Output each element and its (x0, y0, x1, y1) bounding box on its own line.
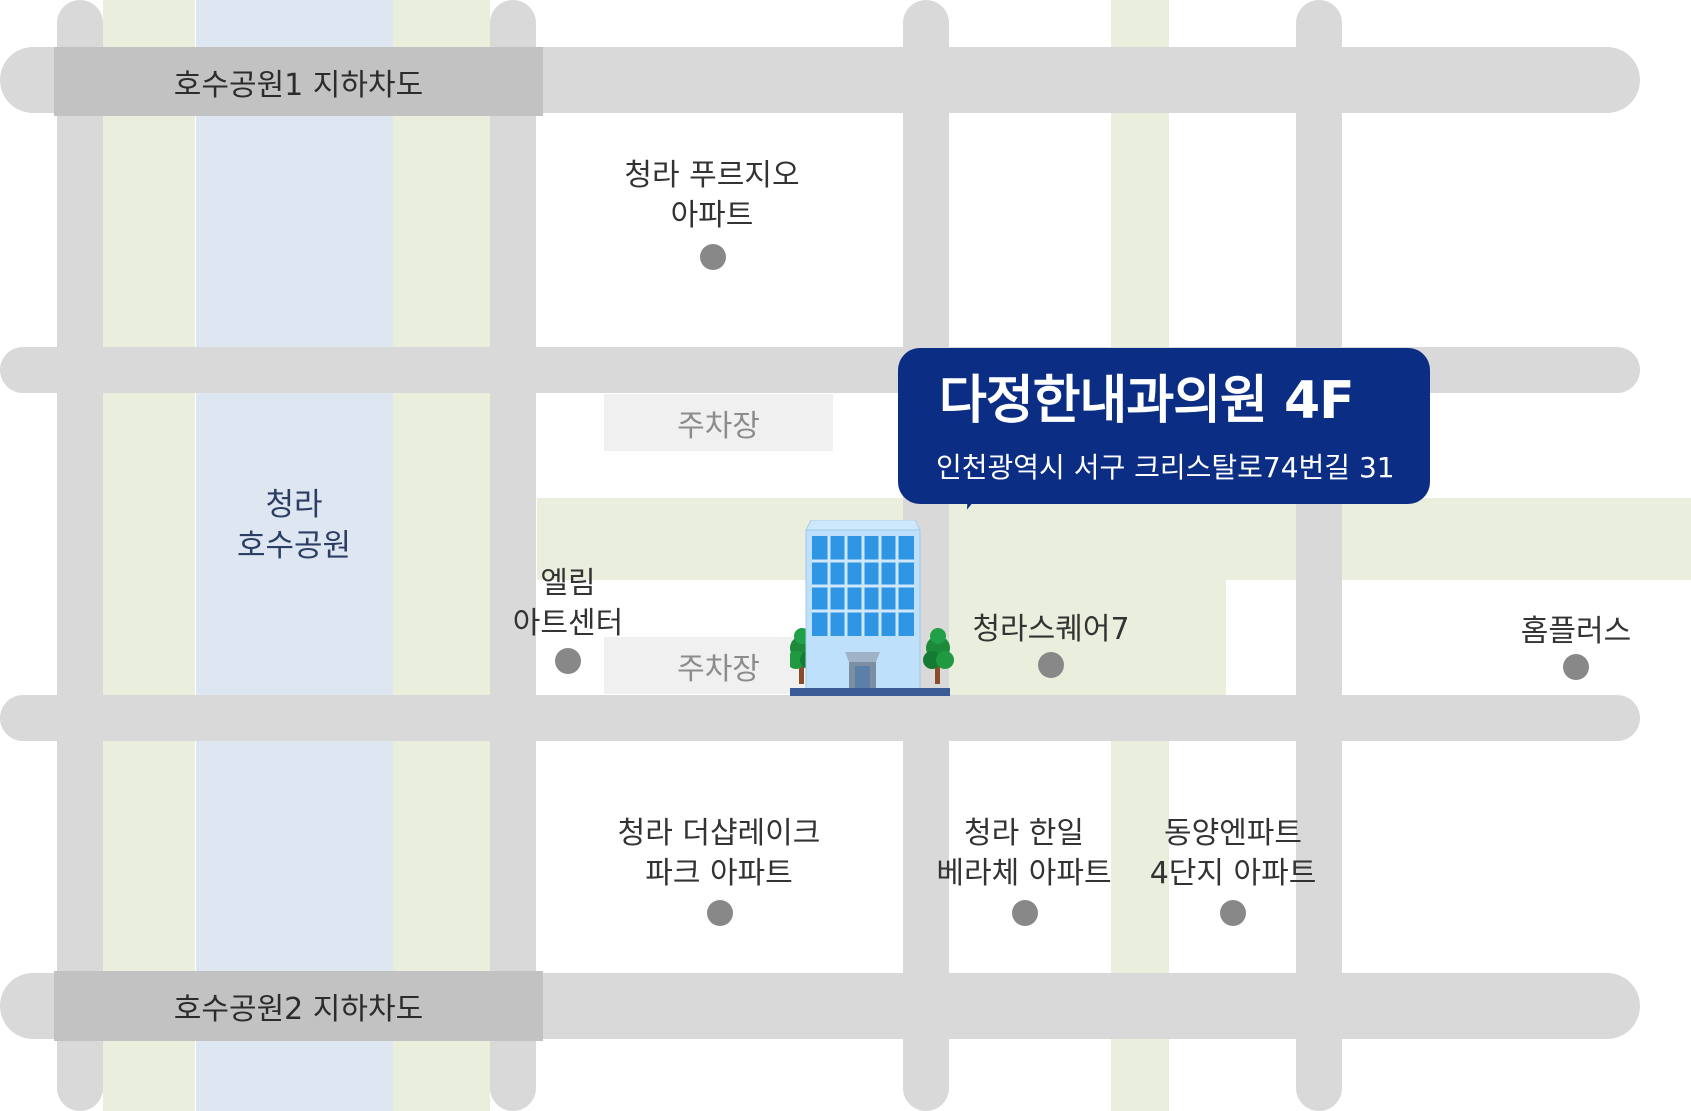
poi-hanil-line2: 베라체 아파트 (936, 856, 1112, 891)
poi-homeplus-label: 홈플러스 (1521, 612, 1631, 652)
poi-ellim-dot[interactable] (555, 648, 581, 674)
poi-ellim-line1: 엘림 (540, 566, 596, 601)
road-vertical-1 (57, 0, 103, 1111)
poi-prugio-dot[interactable] (700, 244, 726, 270)
poi-prugio-line2: 아파트 (670, 198, 754, 233)
road-vertical-4 (1296, 0, 1342, 1111)
poi-square7-line1: 청라스퀘어7 (972, 612, 1130, 647)
green-block-square (920, 498, 1226, 695)
road-vertical-2 (490, 0, 536, 1111)
green-strip-vertical (1111, 0, 1169, 1111)
poi-dongyang-label: 동양엔파트 4단지 아파트 (1150, 814, 1317, 894)
park-label-line1: 청라 (265, 487, 323, 523)
poi-square7-label: 청라스퀘어7 (972, 610, 1129, 650)
poi-dongyang-line1: 동양엔파트 (1164, 816, 1302, 851)
building-icon[interactable] (790, 520, 964, 696)
poi-theshaplake-line1: 청라 더샵레이크 (617, 816, 821, 851)
poi-homeplus-dot[interactable] (1563, 654, 1589, 680)
lake-park-area (196, 0, 393, 1111)
green-belt-right (393, 0, 490, 1111)
poi-dongyang-line2: 4단지 아파트 (1149, 856, 1317, 891)
poi-hanil-label: 청라 한일 베라체 아파트 (936, 814, 1111, 894)
destination-title: 다정한내과의원 4F (939, 371, 1355, 431)
green-belt-left (103, 0, 195, 1111)
tunnel-label-bottom: 호수공원2 지하차도 (54, 971, 543, 1041)
poi-square7-dot[interactable] (1038, 652, 1064, 678)
park-label-line2: 호수공원 (236, 528, 352, 564)
destination-callout[interactable]: 다정한내과의원 4F 인천광역시 서구 크리스탈로74번길 31 (898, 348, 1430, 504)
parking-lot-upper: 주차장 (604, 394, 833, 451)
poi-theshaplake-label: 청라 더샵레이크 파크 아파트 (618, 814, 821, 894)
tree-right-icon (923, 628, 954, 684)
road-horizontal-3 (0, 695, 1640, 741)
poi-ellim-line2: 아트센터 (512, 606, 624, 641)
poi-theshaplake-line2: 파크 아파트 (645, 856, 793, 891)
tunnel-label-top: 호수공원1 지하차도 (54, 47, 543, 116)
poi-dongyang-dot[interactable] (1220, 900, 1246, 926)
poi-theshaplake-dot[interactable] (707, 900, 733, 926)
poi-ellim-label: 엘림 아트센터 (513, 564, 623, 644)
poi-hanil-dot[interactable] (1012, 900, 1038, 926)
destination-address: 인천광역시 서구 크리스탈로74번길 31 (936, 451, 1395, 484)
park-label: 청라 호수공원 (237, 485, 351, 567)
poi-prugio-label: 청라 푸르지오 아파트 (624, 156, 799, 236)
poi-prugio-line1: 청라 푸르지오 (624, 158, 800, 193)
poi-homeplus-line1: 홈플러스 (1520, 614, 1632, 649)
poi-hanil-line1: 청라 한일 (964, 816, 1084, 851)
